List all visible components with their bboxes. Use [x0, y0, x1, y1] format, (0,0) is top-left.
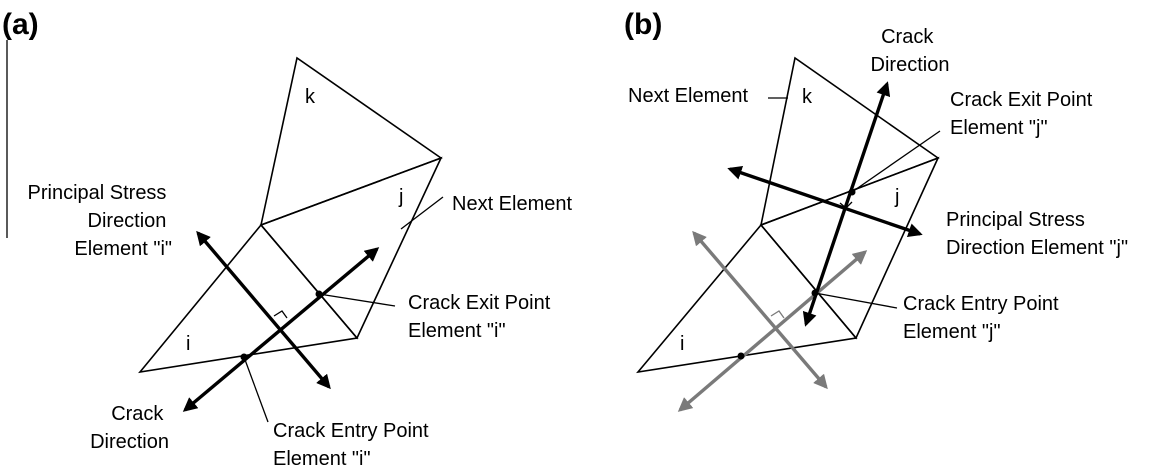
crack-exit-label-b: Crack Exit Point Element "j": [950, 89, 1098, 139]
leader-crack-exit-a: [318, 293, 396, 307]
principal-stress-label-a: Principal Stress Direction Element "i": [28, 182, 173, 260]
next-element-label-b: Next Element: [628, 85, 748, 107]
principal-stress-arrow-a: [196, 230, 331, 390]
crack-entry-label-b: Crack Entry Point Element "j": [903, 293, 1064, 343]
node-i-b: i: [680, 333, 684, 355]
element-i-b: [636, 223, 858, 374]
crack-direction-label-a: Crack Direction: [90, 403, 169, 453]
crack-direction-arrow-b: [802, 81, 891, 327]
panel-b-tag: (b): [624, 8, 662, 41]
panel-a-tag: (a): [2, 8, 39, 41]
node-i-a: i: [186, 333, 190, 355]
right-angle-mark-a: [273, 310, 288, 319]
next-element-label-a: Next Element: [452, 193, 572, 215]
principal-stress-label-b: Principal Stress Direction Element "j": [946, 209, 1128, 259]
previous-crack-entry-point-b: [737, 352, 745, 360]
element-k-a: [259, 56, 443, 227]
panel-a: (a) k j i Principal Stress Direction Ele…: [2, 8, 572, 466]
crack-direction-label-b: Crack Direction: [871, 26, 950, 76]
panel-b: (b) k j i Crack Direction: [624, 8, 1128, 412]
crack-direction-arrow-a: [182, 247, 380, 412]
leader-next-element-a: [400, 196, 444, 230]
element-i-a: [138, 223, 359, 374]
right-angle-mark-previous-b: [770, 310, 785, 319]
previous-crack-direction-arrow-b: [677, 250, 868, 412]
node-j-b: j: [894, 186, 899, 208]
principal-stress-arrow-b: [727, 165, 923, 238]
node-k-b: k: [802, 86, 813, 108]
node-j-a: j: [398, 186, 403, 208]
leader-crack-entry-b: [814, 292, 898, 309]
crack-exit-label-a: Crack Exit Point Element "i": [408, 292, 556, 342]
node-k-a: k: [305, 86, 316, 108]
panel-a-mesh: [138, 56, 443, 374]
leader-crack-exit-b: [851, 130, 941, 193]
leader-crack-entry-a: [243, 356, 269, 423]
crack-entry-label-a: Crack Entry Point Element "i": [273, 420, 434, 466]
previous-principal-stress-arrow-b: [692, 230, 828, 390]
